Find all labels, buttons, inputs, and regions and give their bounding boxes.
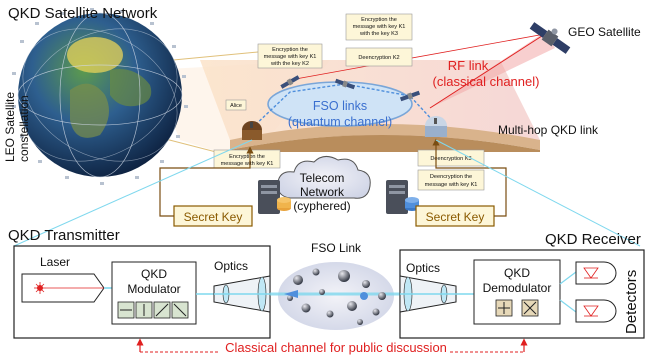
svg-text:with the key K3: with the key K3 — [359, 31, 398, 37]
alice-label: Alice — [230, 103, 242, 109]
laser-icon — [21, 273, 105, 303]
earth-globe — [12, 8, 188, 185]
svg-text:message with key K1: message with key K1 — [353, 24, 406, 30]
server-icon — [258, 180, 291, 214]
leo-satellite-icon — [399, 90, 421, 102]
key-link-left — [159, 146, 254, 217]
telecom-label-2: Network — [300, 185, 345, 199]
rf-link-label: RF link — [448, 58, 489, 73]
laser-label: Laser — [40, 255, 70, 269]
telecom-label-3: (cyphered) — [293, 199, 350, 213]
svg-text:QKD: QKD — [141, 267, 167, 281]
classical-channel-label: Classical channel for public discussion — [225, 340, 447, 355]
svg-text:Deencryption K3: Deencryption K3 — [430, 156, 471, 162]
qkd-demodulator: QKD Demodulator — [473, 259, 561, 325]
fso-links-sublabel: (quantum channel) — [288, 115, 392, 129]
key-link-right — [432, 138, 507, 217]
leo-label-1: LEO Satellite — [3, 92, 17, 162]
leo-satellite-icon — [280, 75, 300, 89]
rf-link-edge — [429, 33, 546, 109]
beam-rx-3 — [559, 299, 577, 313]
network-title: QKD Satellite Network — [8, 5, 158, 22]
svg-text:QKD: QKD — [504, 266, 530, 280]
rf-link-cone — [430, 32, 555, 108]
svg-text:Secret Key: Secret Key — [184, 210, 243, 224]
detector-icon — [575, 299, 617, 323]
fso-links-label: FSO links — [313, 99, 367, 113]
telecom-label-1: Telecom — [300, 171, 345, 185]
detector-icon — [575, 261, 617, 285]
optics-right-icon — [399, 275, 457, 313]
alice-tag — [225, 99, 247, 111]
ground-station-icon — [425, 116, 447, 137]
detectors-label: Detectors — [623, 270, 640, 334]
note-enc-k2: Encryption the message with key K1 with … — [257, 43, 323, 69]
note-dec-k2: Deencryption K2 — [345, 47, 413, 67]
transmitter-title: QKD Transmitter — [8, 227, 120, 244]
svg-text:Secret Key: Secret Key — [426, 210, 485, 224]
ground-station-icon — [242, 121, 262, 140]
svg-text:message with key K1: message with key K1 — [264, 54, 317, 60]
svg-text:Demodulator: Demodulator — [483, 281, 552, 295]
svg-text:Deencryption the: Deencryption the — [430, 174, 472, 180]
secret-key-right: Secret Key — [415, 205, 495, 227]
qkd-modulator: QKD Modulator — [111, 261, 197, 325]
geo-satellite-icon — [529, 22, 571, 54]
zoom-line-left — [13, 139, 253, 247]
fso-link-title: FSO Link — [311, 241, 362, 255]
receiver-title: QKD Receiver — [545, 231, 641, 248]
svg-text:Encryption the: Encryption the — [361, 17, 397, 23]
server-icon — [386, 180, 419, 214]
optics-right-label: Optics — [406, 261, 440, 275]
multihop-label: Multi-hop QKD link — [498, 123, 599, 137]
optics-left-icon — [213, 275, 271, 313]
telecom-cloud — [277, 156, 371, 199]
optics-left-label: Optics — [214, 259, 248, 273]
svg-text:Deencryption K2: Deencryption K2 — [358, 55, 399, 61]
leo-satellite-icon — [334, 78, 356, 90]
fso-channel — [270, 262, 400, 330]
svg-text:message with key K1: message with key K1 — [221, 161, 274, 167]
svg-text:with the key K2: with the key K2 — [270, 61, 309, 67]
svg-text:message with key K1: message with key K1 — [425, 182, 478, 188]
note-dec-k3: Deencryption K3 — [417, 149, 485, 167]
rf-link-edge-2 — [289, 33, 546, 81]
svg-text:Encryption the: Encryption the — [272, 47, 308, 53]
svg-text:Modulator: Modulator — [127, 282, 180, 296]
note-enc-k3: Encryption the message with key K1 with … — [345, 13, 413, 41]
note-dec-k1: Deencryption the message with key K1 — [417, 169, 485, 191]
svg-text:Encryption the: Encryption the — [229, 154, 265, 160]
zoom-line-right — [435, 139, 641, 247]
leo-label-2: constellation — [17, 95, 31, 162]
secret-key-left: Secret Key — [173, 205, 253, 227]
geo-label: GEO Satellite — [568, 25, 641, 39]
beam-rx-2 — [559, 271, 577, 285]
rf-link-sublabel: (classical channel) — [433, 74, 540, 89]
